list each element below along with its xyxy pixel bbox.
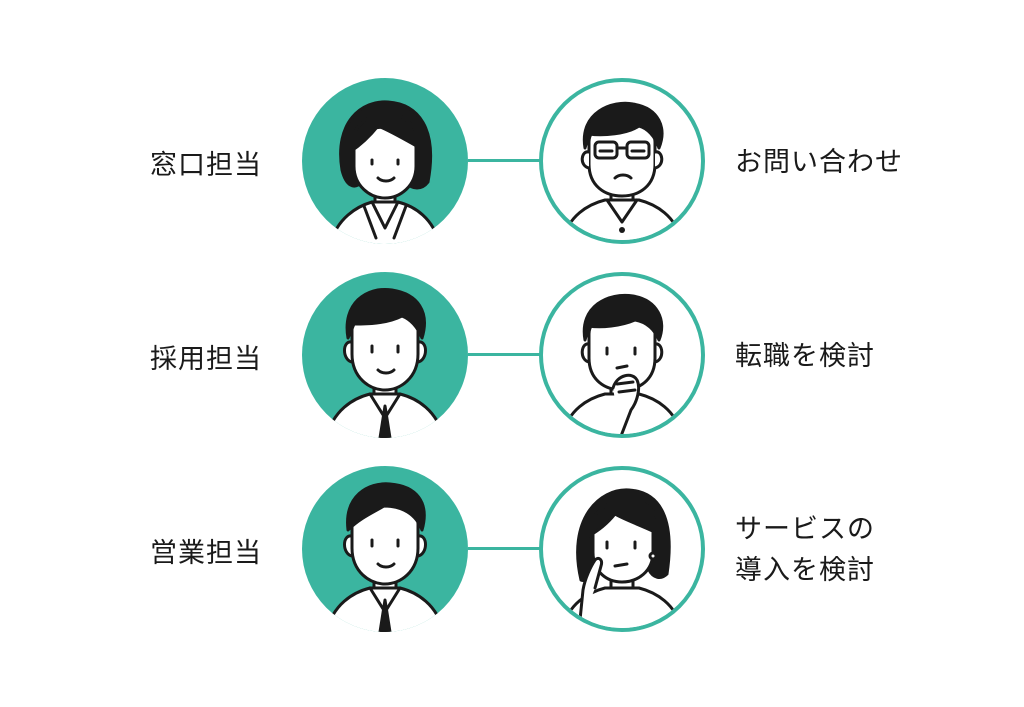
customer-label: お問い合わせ (735, 77, 903, 247)
pair-row: 窓口担当 (0, 77, 1024, 247)
customer-label-line: お問い合わせ (735, 142, 903, 183)
role-label: 採用担当 (150, 271, 262, 441)
customer-label: 転職を検討 (735, 271, 875, 441)
role-label: 営業担当 (150, 465, 262, 635)
connector-line (468, 159, 541, 162)
customer-label-line: サービスの (735, 509, 875, 550)
woman-staff-icon (302, 78, 468, 244)
man-staff-icon (302, 466, 468, 632)
connector-line (468, 353, 541, 356)
customer-label: サービスの 導入を検討 (735, 465, 875, 635)
pair-row: 採用担当 (0, 271, 1024, 441)
man-glasses-worried-icon (539, 78, 705, 244)
pair-row: 営業担当 (0, 465, 1024, 635)
man-thinking-icon (539, 272, 705, 438)
connector-line (468, 547, 541, 550)
customer-label-line: 転職を検討 (735, 336, 875, 377)
man-staff-icon (302, 272, 468, 438)
customer-label-line: 導入を検討 (735, 550, 875, 591)
role-label: 窓口担当 (150, 77, 262, 247)
woman-thinking-icon (539, 466, 705, 632)
